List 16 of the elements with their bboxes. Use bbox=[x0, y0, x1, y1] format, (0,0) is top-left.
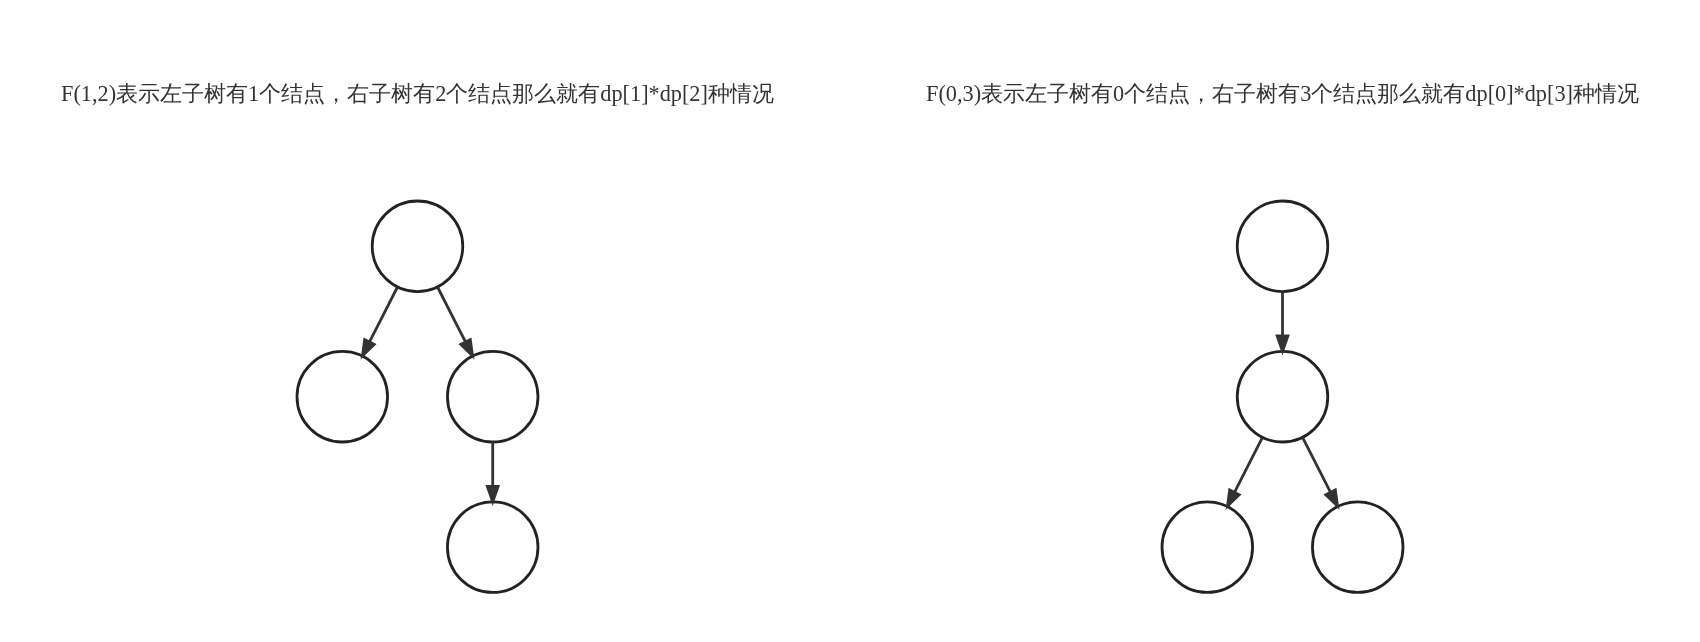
label: F(0,3)表示左子树有0个结点，右子树有3个结点那么就有dp[0]*dp[3]种情况 bbox=[926, 80, 1639, 106]
arrow bbox=[1225, 436, 1264, 510]
node-circle bbox=[1160, 500, 1254, 594]
node-circle bbox=[1235, 349, 1330, 443]
arrow bbox=[360, 286, 399, 359]
node-circle bbox=[446, 349, 540, 443]
node-circle bbox=[295, 349, 389, 443]
label: F(1,2)表示左子树有1个结点，右子树有2个结点那么就有dp[1]*dp[2]种情况 bbox=[61, 80, 774, 106]
node-circle bbox=[370, 199, 465, 293]
node-circle bbox=[1311, 500, 1405, 594]
arrow bbox=[485, 441, 501, 506]
arrow bbox=[1275, 291, 1290, 356]
arrow bbox=[436, 286, 475, 359]
node-circle bbox=[446, 500, 540, 594]
arrow bbox=[1301, 436, 1340, 510]
node-circle bbox=[1235, 199, 1330, 293]
